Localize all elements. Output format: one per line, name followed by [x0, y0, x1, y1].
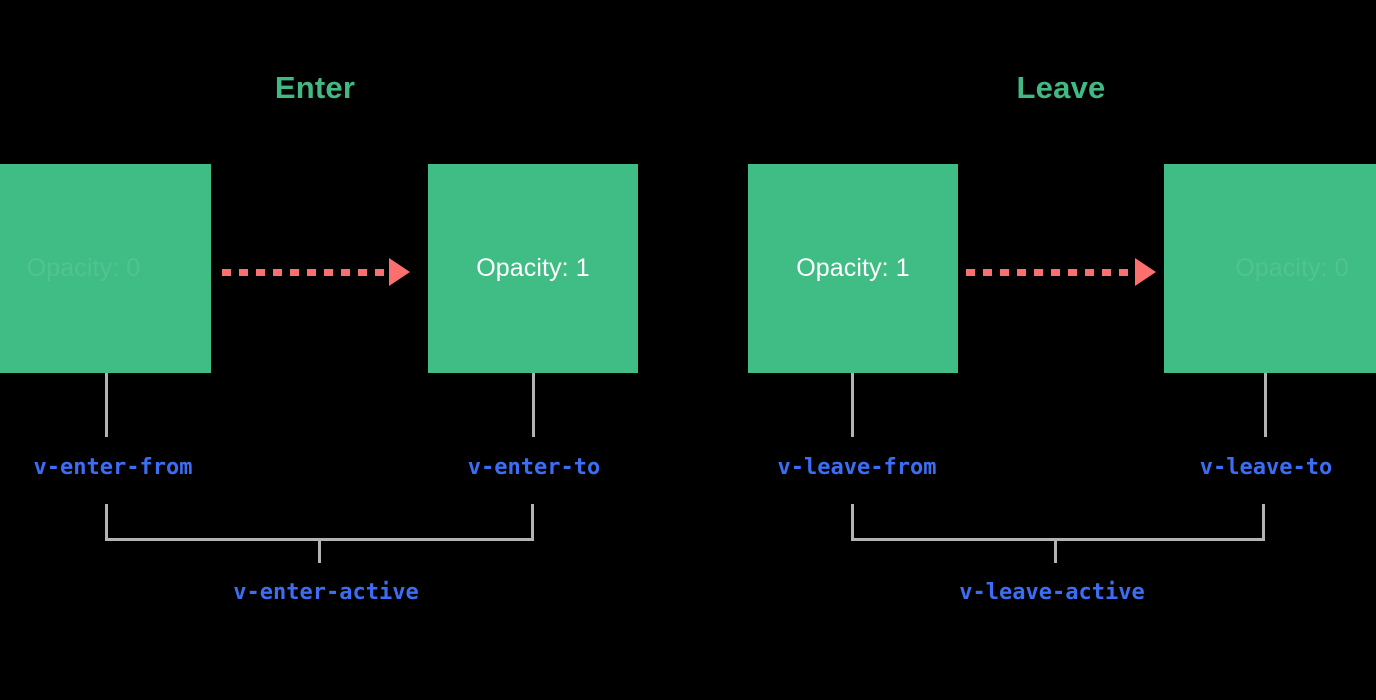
- enter-transition-arrow: [222, 258, 410, 286]
- class-label-enter-from: v-enter-from: [33, 455, 193, 480]
- section-heading-leave: Leave: [1016, 70, 1106, 105]
- state-box-leave-from: Opacity: 1: [748, 164, 958, 373]
- class-label-enter-active: v-enter-active: [233, 580, 419, 605]
- state-box-leave-from-label: Opacity: 1: [796, 254, 910, 282]
- section-heading-enter: Enter: [274, 70, 356, 105]
- bracket-leave-right-arm: [1262, 504, 1265, 541]
- bracket-enter-stem: [318, 538, 321, 563]
- class-label-enter-to: v-enter-to: [467, 455, 601, 480]
- arrow-dashed-line: [966, 268, 1136, 276]
- bracket-leave-stem: [1054, 538, 1057, 563]
- arrow-head-icon: [1135, 258, 1156, 286]
- arrow-head-icon: [389, 258, 410, 286]
- bracket-enter-right-arm: [531, 504, 534, 541]
- connector-enter-from: [105, 373, 108, 437]
- connector-leave-from: [851, 373, 854, 437]
- leave-transition-arrow: [966, 258, 1156, 286]
- arrow-dashed-line: [222, 268, 390, 276]
- state-box-enter-to: Opacity: 1: [428, 164, 638, 373]
- bracket-leave-bar: [851, 538, 1265, 541]
- state-box-enter-from: Opacity: 0: [0, 164, 211, 373]
- class-label-leave-active: v-leave-active: [959, 580, 1145, 605]
- state-box-leave-to-label: Opacity: 0: [1235, 254, 1349, 282]
- state-box-enter-from-label: Opacity: 0: [26, 254, 141, 282]
- connector-leave-to: [1264, 373, 1267, 437]
- state-box-leave-to: Opacity: 0: [1164, 164, 1376, 373]
- state-box-enter-to-label: Opacity: 1: [476, 254, 590, 282]
- class-label-leave-to: v-leave-to: [1199, 455, 1333, 480]
- connector-enter-to: [532, 373, 535, 437]
- bracket-enter-left-arm: [105, 504, 108, 541]
- bracket-leave-left-arm: [851, 504, 854, 541]
- class-label-leave-from: v-leave-from: [777, 455, 937, 480]
